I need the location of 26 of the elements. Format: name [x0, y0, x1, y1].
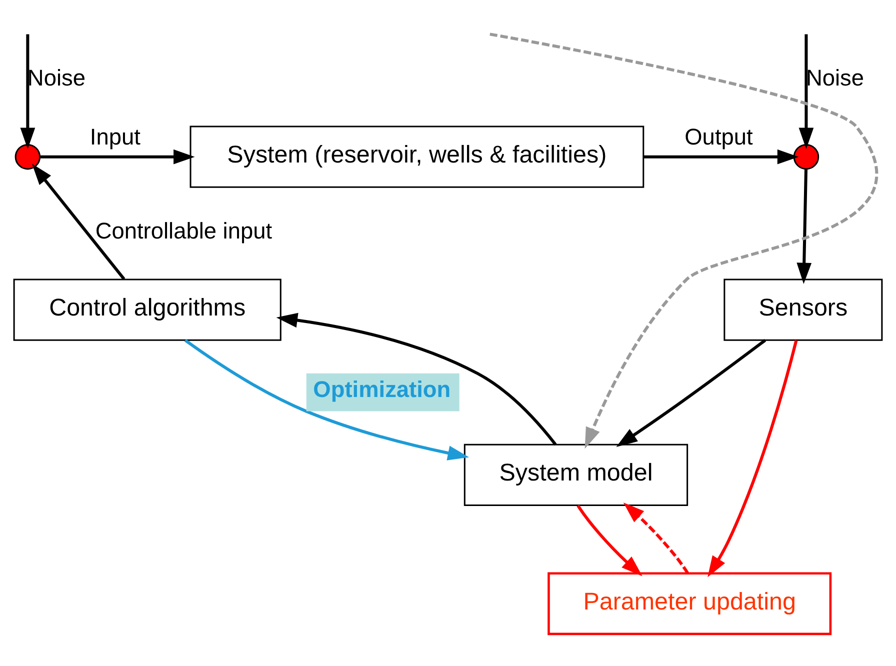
arrow	[623, 502, 690, 574]
node-box: System (reservoir, wells & facilities)	[190, 125, 644, 188]
node-circle	[14, 143, 41, 170]
edge-label: Optimization	[313, 375, 451, 402]
arrow	[616, 338, 766, 446]
arrow	[798, 34, 814, 149]
edge-label: Input	[90, 123, 140, 150]
arrow	[32, 163, 126, 280]
arrow	[490, 32, 878, 448]
arrow	[796, 168, 812, 284]
arrow	[20, 34, 36, 149]
node-box: Parameter updating	[548, 572, 832, 635]
node-box: Sensors	[724, 278, 883, 340]
edge-label: Noise	[806, 64, 864, 90]
arrow	[40, 148, 195, 164]
node-box: System model	[464, 443, 688, 506]
arrow	[576, 504, 642, 576]
node-circle	[793, 143, 820, 170]
edge-label: Controllable input	[95, 217, 272, 244]
edge-label: Output	[684, 123, 753, 150]
node-box: Control algorithms	[13, 278, 282, 340]
arrow	[644, 148, 799, 164]
edge-label: Noise	[27, 64, 86, 90]
arrow	[708, 340, 798, 577]
arrow	[276, 312, 557, 445]
arrow	[184, 338, 469, 460]
